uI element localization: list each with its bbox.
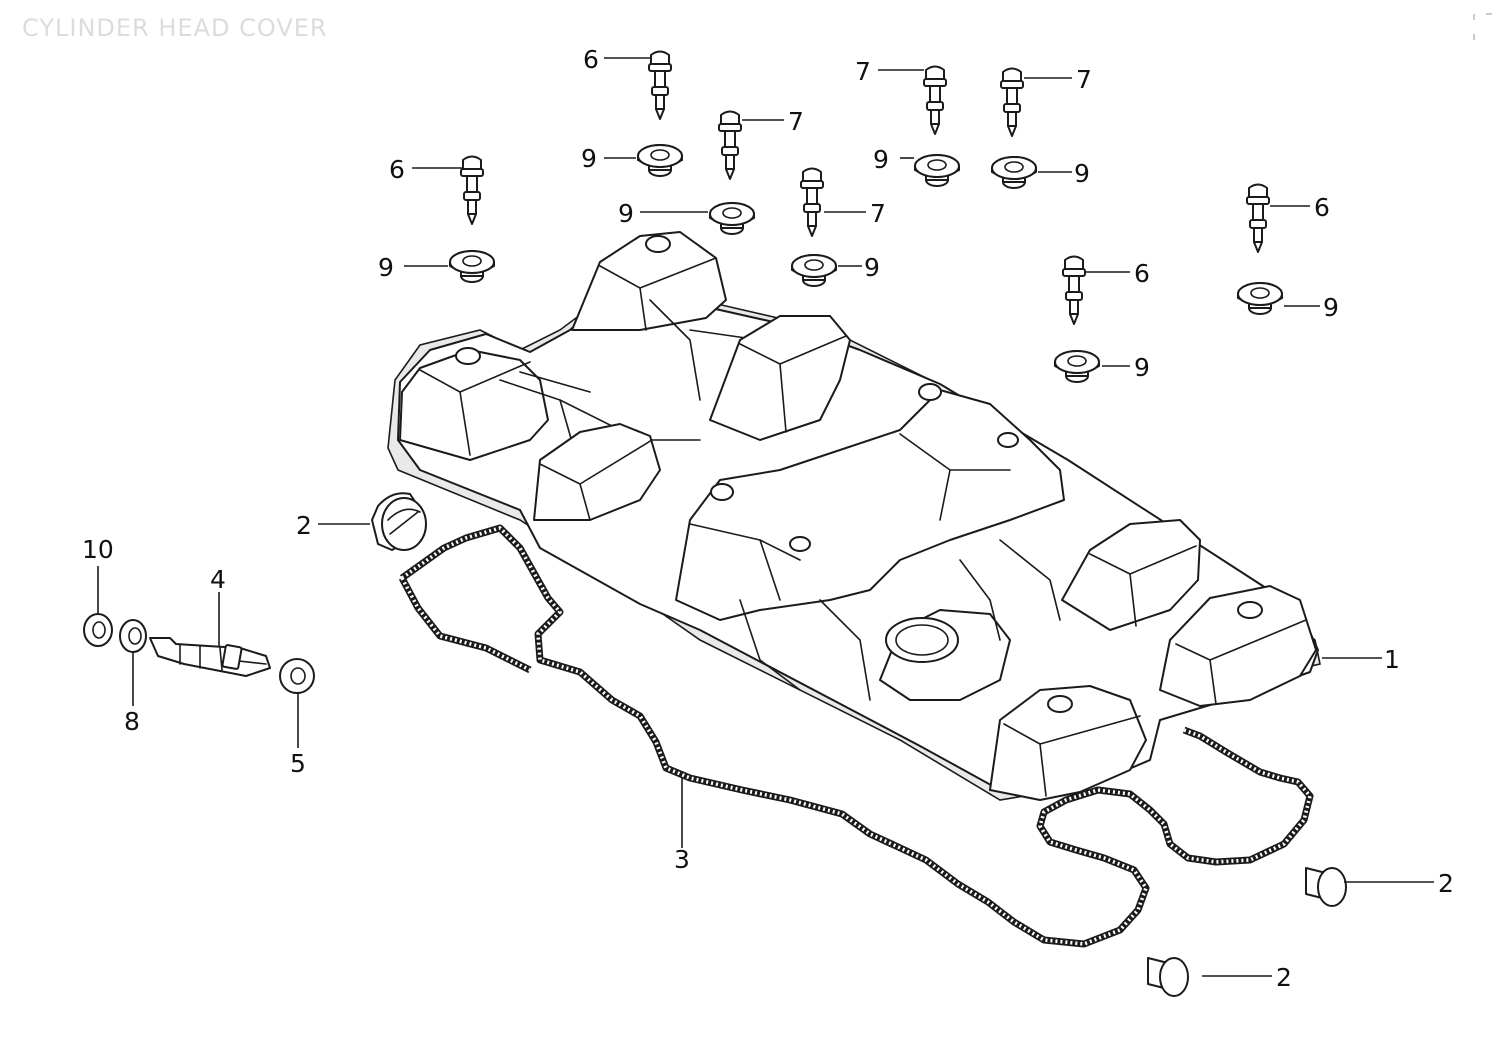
callout-7: 7	[855, 57, 871, 86]
head-cover-gasket	[398, 524, 1314, 948]
nut-part-5	[279, 658, 315, 694]
grommet-part-9	[637, 144, 683, 177]
callout-6: 6	[1134, 259, 1150, 288]
callout-9: 9	[1323, 293, 1339, 322]
callout-6: 6	[583, 45, 599, 74]
grommet-part-9	[991, 156, 1037, 189]
callout-2: 2	[296, 511, 312, 540]
callout-1: 1	[1384, 645, 1400, 674]
grommet-part-9	[709, 202, 755, 235]
bolt-part-6	[1246, 183, 1270, 253]
cap-plug-part-2	[371, 492, 427, 551]
callout-6: 6	[389, 155, 405, 184]
grommet-part-9	[1237, 282, 1283, 315]
nut-part-10	[83, 613, 113, 647]
grommet-part-9	[914, 154, 960, 187]
callout-8: 8	[124, 707, 140, 736]
callout-2: 2	[1276, 963, 1292, 992]
bolt-part-7	[718, 110, 742, 180]
washer-part-8	[119, 619, 147, 653]
callout-7: 7	[1076, 65, 1092, 94]
callout-5: 5	[290, 749, 306, 778]
bolt-part-6	[460, 155, 484, 225]
cap-plug-part-2	[1147, 957, 1189, 997]
bolt-part-7	[923, 65, 947, 135]
callout-9: 9	[581, 144, 597, 173]
diagram-title: CYLINDER HEAD COVER	[22, 14, 328, 42]
callout-9: 9	[378, 253, 394, 282]
callout-2: 2	[1438, 869, 1454, 898]
callout-3: 3	[674, 845, 690, 874]
grommet-part-9	[449, 250, 495, 283]
callout-7: 7	[788, 107, 804, 136]
cylinder-head-cover	[387, 231, 1321, 801]
grommet-part-9	[1054, 350, 1100, 383]
sensor-part-4	[149, 637, 271, 677]
callout-4: 4	[210, 565, 226, 594]
callout-9: 9	[873, 145, 889, 174]
bolt-part-6	[648, 50, 672, 120]
callout-9: 9	[1074, 159, 1090, 188]
callout-6: 6	[1314, 193, 1330, 222]
bolt-part-7	[800, 167, 824, 237]
grommet-part-9	[791, 254, 837, 287]
callout-9: 9	[618, 199, 634, 228]
callout-10: 10	[82, 535, 114, 564]
cap-plug-part-2	[1305, 867, 1347, 907]
callout-7: 7	[870, 199, 886, 228]
bolt-part-6	[1062, 255, 1086, 325]
callout-9: 9	[1134, 353, 1150, 382]
callout-9: 9	[864, 253, 880, 282]
bolt-part-7	[1000, 67, 1024, 137]
corner-mark	[1473, 13, 1492, 40]
